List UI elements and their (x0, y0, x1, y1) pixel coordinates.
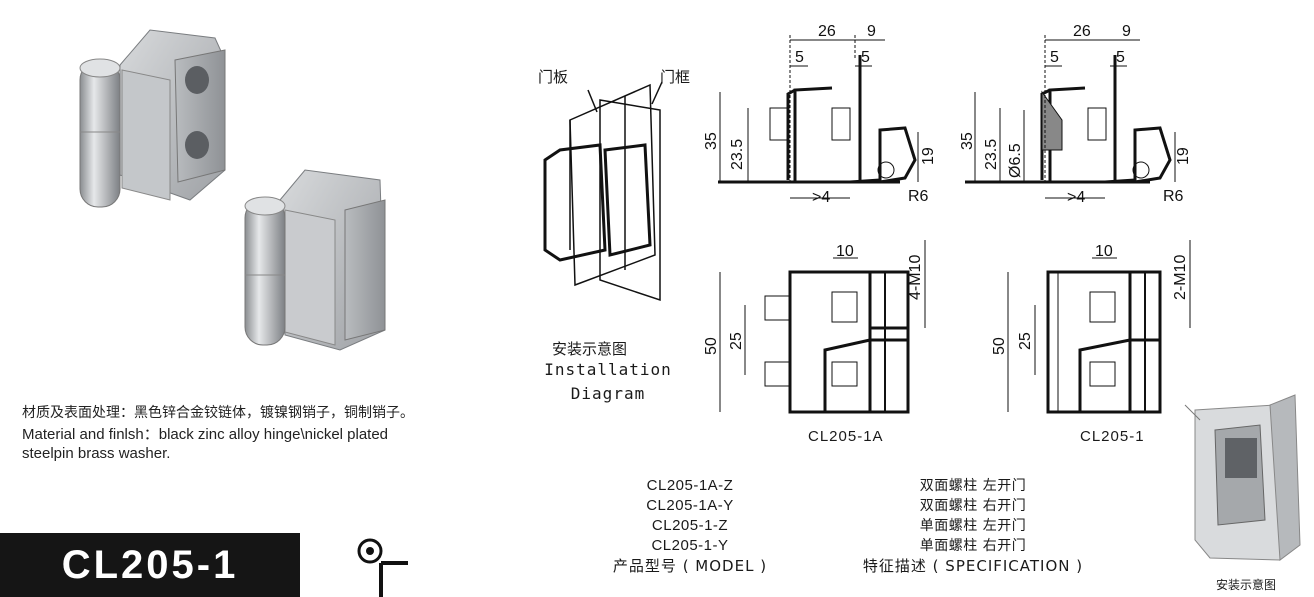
dim-gt4-right: >4 (1067, 189, 1085, 206)
spec-list: 双面螺柱 左开门 双面螺柱 右开门 单面螺柱 左开门 单面螺柱 右开门 特征描述… (838, 476, 1108, 576)
dim-gt4-left: >4 (812, 189, 830, 206)
model-header: 产品型号 ( MODEL ) (612, 557, 768, 575)
spec-row-4: 单面螺柱 右开门 (919, 538, 1027, 554)
drawing-caption-left: CL205-1A (808, 428, 884, 445)
dim-w5b-left: 5 (861, 49, 870, 66)
dim-w26-left: 26 (818, 23, 836, 40)
model-row-2: CL205-1A-Y (646, 497, 734, 514)
door-panel-label: 门板 (538, 68, 569, 86)
material-text-zh: 材质及表面处理：黑色锌合金铰链体，镀镍钢销子，铜制销子。 (22, 405, 414, 421)
install-label-en-1: Installation (544, 360, 672, 379)
photo-caption: 安装示意图 (1216, 578, 1277, 592)
dim-w26-right: 26 (1073, 23, 1091, 40)
model-row-1: CL205-1A-Z (646, 477, 734, 494)
dim-r6-left: R6 (908, 188, 929, 205)
hinge-render-lower (244, 169, 386, 351)
dim-w9-right: 9 (1122, 23, 1131, 40)
section-view-right (965, 35, 1176, 199)
install-label-zh: 安装示意图 (552, 340, 628, 358)
dim-thread-left: 4-M10 (907, 255, 924, 300)
dim-h35-right: 35 (959, 132, 976, 150)
material-description: 材质及表面处理：黑色锌合金铰链体，镀镍钢销子，铜制销子。 Material an… (22, 404, 422, 463)
model-list: CL205-1A-Z CL205-1A-Y CL205-1-Z CL205-1-… (600, 476, 780, 576)
dim-h25-right: 25 (1017, 332, 1034, 350)
dim-w5a-left: 5 (795, 49, 804, 66)
install-label-en-2: Diagram (570, 384, 646, 403)
dim-w10-right: 10 (1095, 243, 1113, 260)
dim-h23-right: 23.5 (983, 139, 1000, 170)
spec-row-1: 双面螺柱 左开门 (919, 478, 1027, 494)
dim-h19-right: 19 (1175, 147, 1192, 165)
dim-h50-left: 50 (703, 337, 720, 355)
door-frame-label: 门框 (660, 68, 691, 86)
dim-dia-right: Ø6.5 (1007, 143, 1024, 178)
dim-h19-left: 19 (920, 147, 937, 165)
model-row-4: CL205-1-Y (651, 537, 729, 554)
dim-w9-left: 9 (867, 23, 876, 40)
model-row-3: CL205-1-Z (651, 517, 729, 534)
dim-r6-right: R6 (1163, 188, 1184, 205)
hinge-product-render (79, 29, 386, 351)
spec-header: 特征描述 ( SPECIFICATION ) (862, 557, 1084, 575)
drawing-caption-right: CL205-1 (1080, 428, 1145, 445)
dim-h35-left: 35 (703, 132, 720, 150)
elevation-view-left (719, 240, 926, 414)
dim-thread-right: 2-M10 (1172, 255, 1189, 300)
spec-row-3: 单面螺柱 左开门 (919, 518, 1027, 534)
section-view-left (718, 35, 919, 199)
dim-w5a-right: 5 (1050, 49, 1059, 66)
hinge-render-upper (79, 29, 226, 208)
product-code-badge: CL205-1 (0, 533, 300, 597)
elevation-view-right (1007, 240, 1191, 414)
dim-w5b-right: 5 (1116, 49, 1125, 66)
dim-w10-left: 10 (836, 243, 854, 260)
dim-h25-left: 25 (728, 332, 745, 350)
dim-h50-right: 50 (991, 337, 1008, 355)
spec-row-2: 双面螺柱 右开门 (919, 498, 1027, 514)
dim-h23-left: 23.5 (729, 139, 746, 170)
material-text-en: Material and finlsh：black zinc alloy hin… (22, 426, 389, 462)
